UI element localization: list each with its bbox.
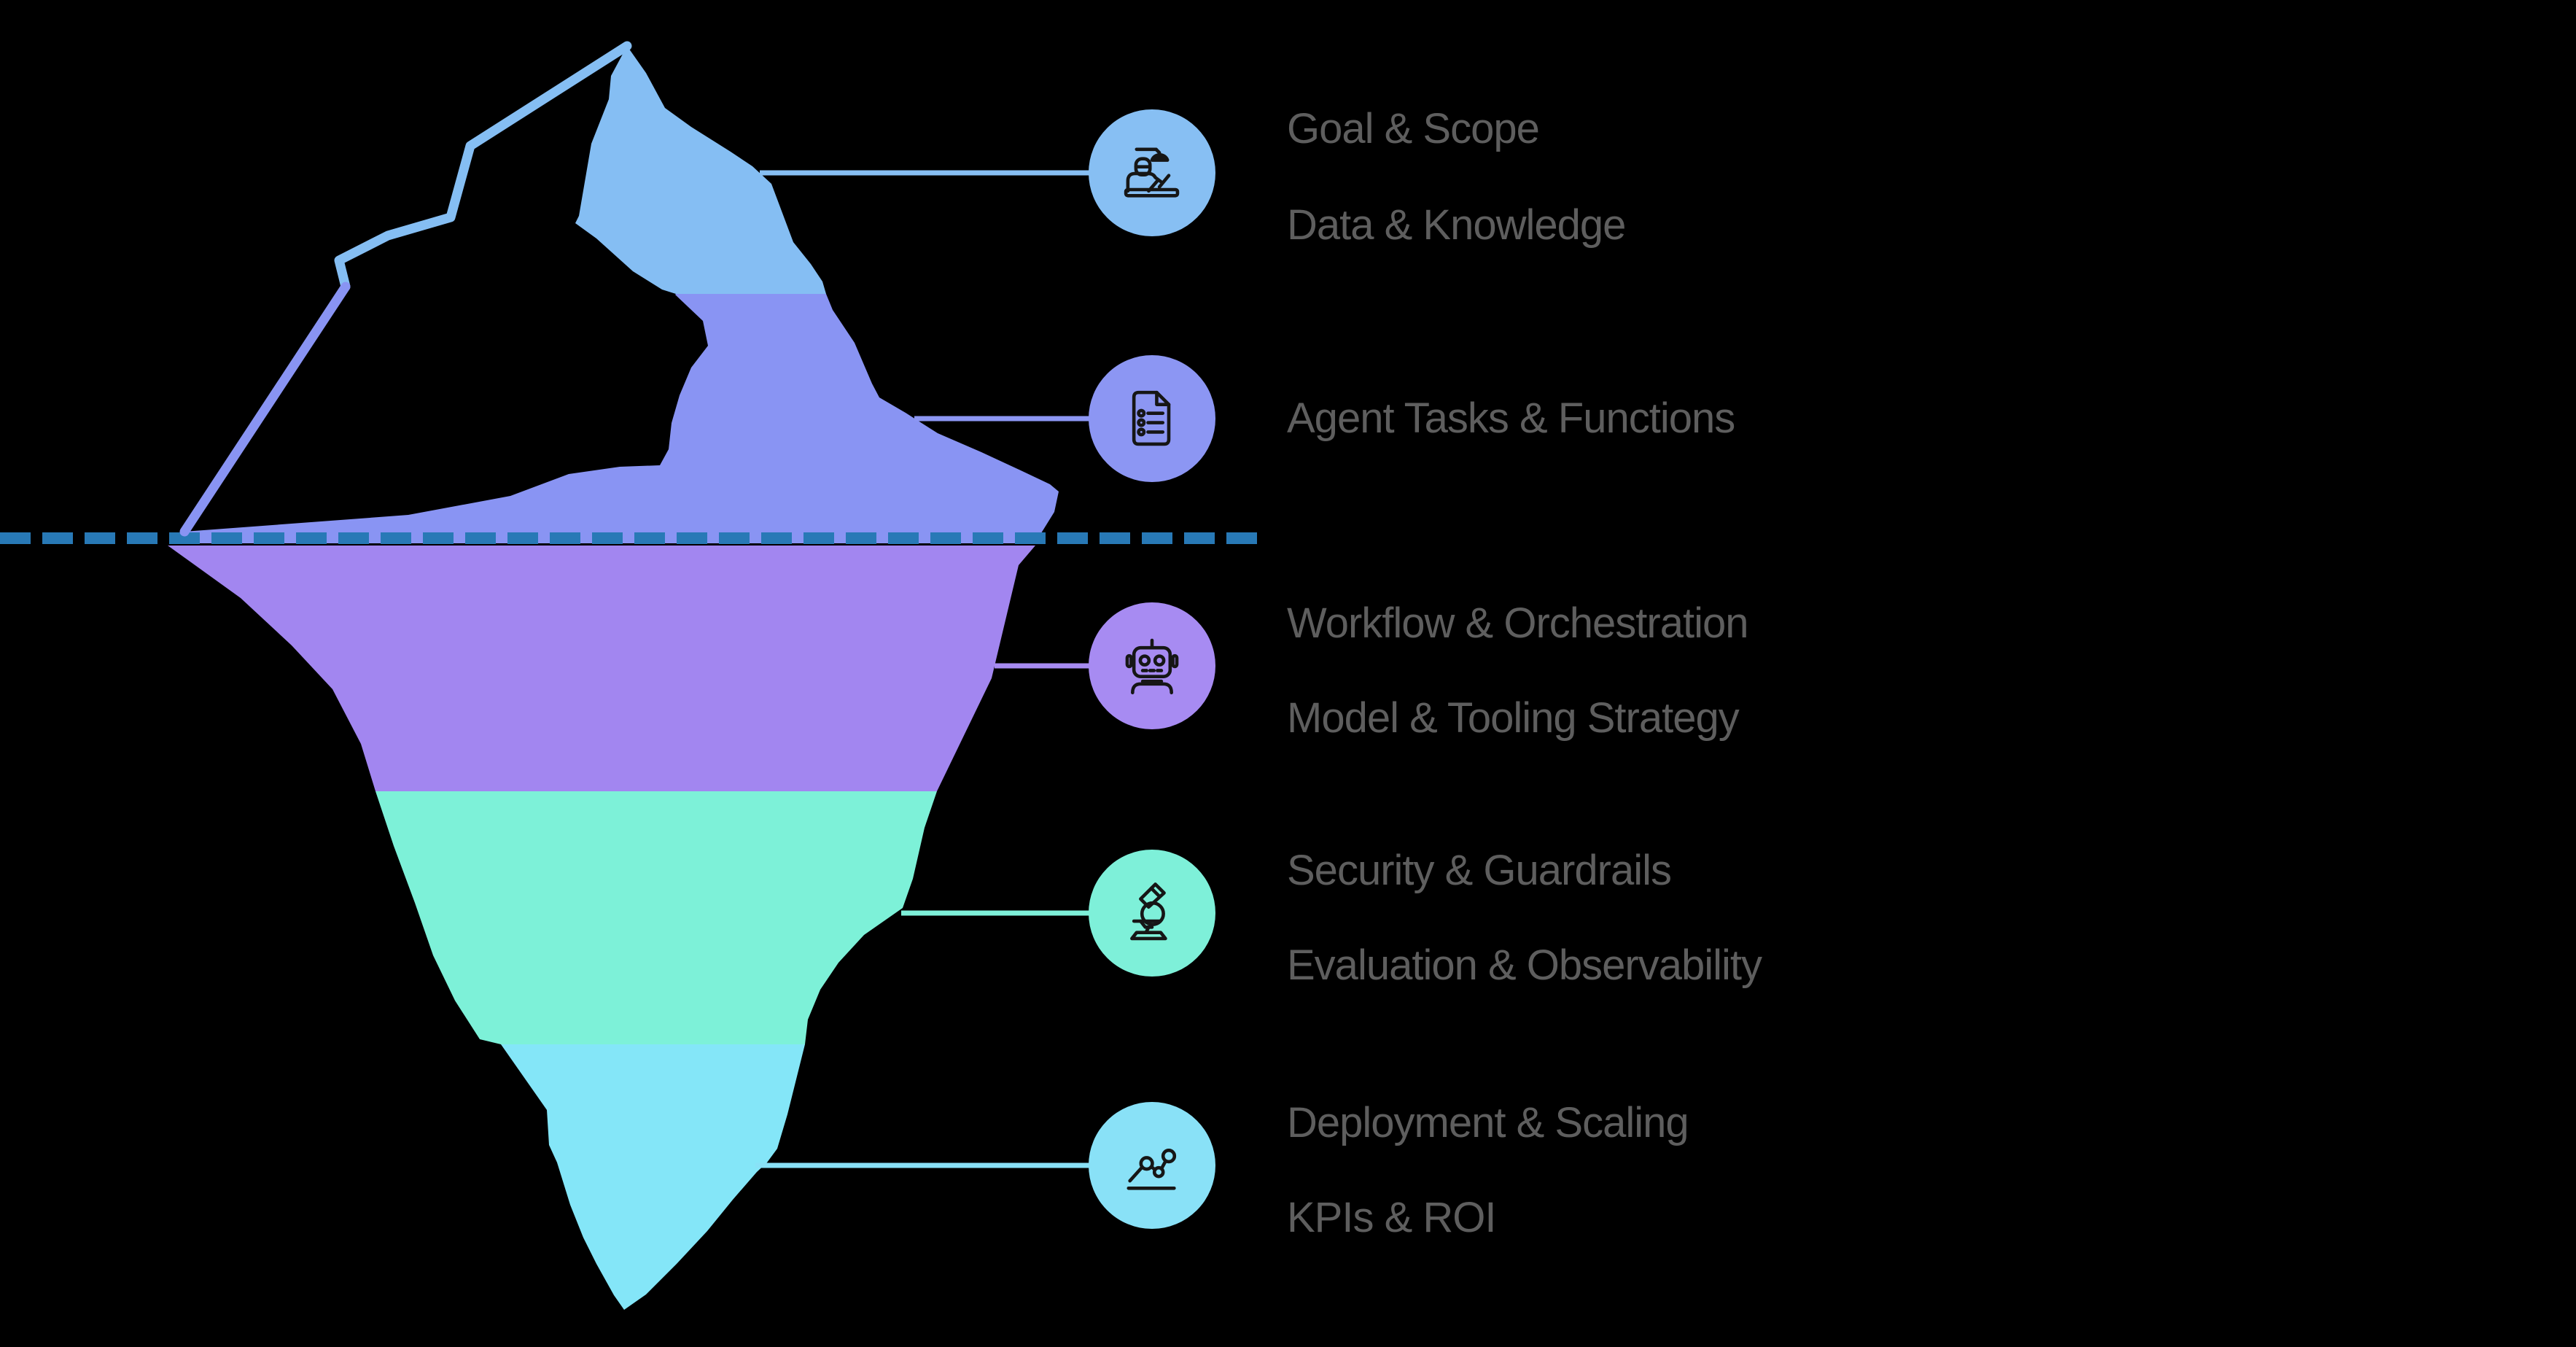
robot-icon [1125,638,1179,695]
legend-item-security [1089,850,1215,977]
iceberg-band-security [375,791,937,1044]
analyst-at-desk-icon [1124,147,1180,198]
legend-item-deployment [1089,1102,1215,1229]
legend-circle-agent-tasks [1089,355,1215,482]
iceberg-band-tasks [184,294,1059,543]
trend-chart-icon [1126,1149,1177,1190]
legend-item-surface [1089,109,1215,236]
iceberg-band-surface [575,46,826,294]
label-kpis-roi: KPIs & ROI [1287,1194,1497,1241]
label-workflow-orchestration: Workflow & Orchestration [1287,599,1748,647]
label-model-tooling-strategy: Model & Tooling Strategy [1287,694,1740,742]
label-data-knowledge: Data & Knowledge [1287,201,1626,249]
label-security-guardrails: Security & Guardrails [1287,847,1672,894]
label-evaluation-observability: Evaluation & Observability [1287,942,1762,989]
label-goal-scope: Goal & Scope [1287,105,1540,152]
document-checklist-icon [1132,390,1171,446]
iceberg-outline-bottom [179,282,351,537]
microscope-icon [1130,882,1167,941]
iceberg-band-workflow [168,546,1035,791]
legend-circle-workflow [1089,602,1215,729]
iceberg-outline-top [334,41,632,292]
legend-item-workflow [1089,602,1215,729]
label-deployment-scaling: Deployment & Scaling [1287,1099,1689,1146]
legend-circle-security [1089,850,1215,977]
label-agent-tasks-functions: Agent Tasks & Functions [1287,395,1735,442]
iceberg-band-deployment [501,1044,805,1310]
legend-item-agent-tasks [1089,355,1215,482]
